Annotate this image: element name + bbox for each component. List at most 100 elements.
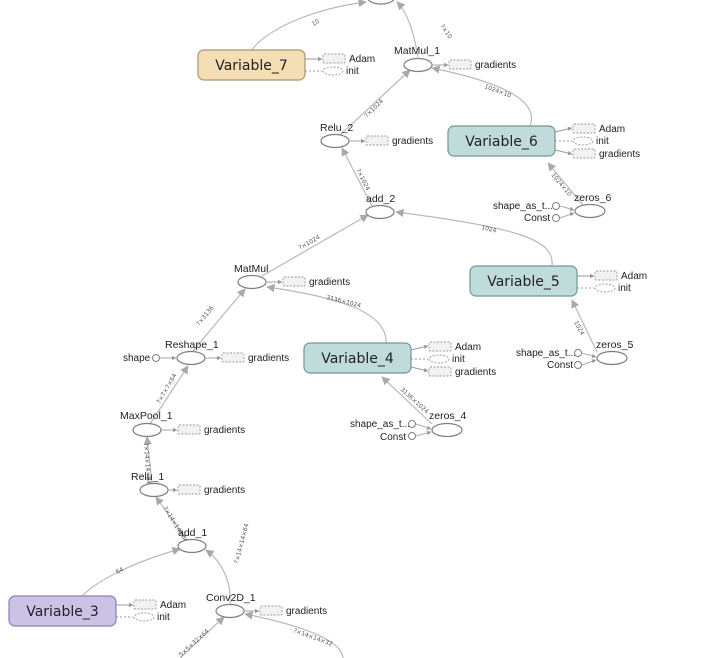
- edge-variable4-to-matmul: [266, 283, 387, 344]
- node-label: Relu_2: [320, 122, 353, 134]
- top-op-node[interactable]: [367, 0, 395, 5]
- node-label: Variable_5: [487, 274, 560, 290]
- node-reshape-1[interactable]: Reshape_1 shape gradients: [123, 339, 289, 366]
- node-label: Variable_6: [465, 134, 538, 150]
- op-ellipse[interactable]: [139, 482, 169, 498]
- op-ellipse[interactable]: [365, 204, 395, 220]
- node-label: zeros_4: [429, 410, 467, 422]
- node-add-1[interactable]: add_1: [177, 527, 207, 554]
- node-variable-6[interactable]: Variable_6 Adam init gradients: [447, 123, 640, 160]
- aux-label: gradients: [286, 606, 327, 617]
- input-dot[interactable]: [408, 432, 416, 440]
- aux-label: gradients: [475, 60, 516, 71]
- op-ellipse[interactable]: [431, 422, 463, 438]
- node-label: add_2: [366, 193, 395, 205]
- gradients-stub[interactable]: [177, 484, 201, 495]
- input-dot[interactable]: [574, 349, 582, 357]
- node-label: zeros_6: [574, 192, 612, 204]
- node-relu-1[interactable]: Relu_1 gradients: [131, 471, 245, 498]
- gradients-stub[interactable]: [448, 59, 472, 70]
- node-zeros-5[interactable]: zeros_5 shape_as_t... Const: [516, 339, 634, 371]
- gradients-stub[interactable]: [259, 605, 283, 616]
- variable-box[interactable]: [197, 49, 306, 81]
- adam-stub[interactable]: [428, 341, 452, 352]
- edges: 10 ?×10 1024×10 ?×1024 ?×1024 1024×10 10…: [81, 0, 598, 658]
- edge-label: ?×10: [438, 23, 453, 40]
- variable-box[interactable]: [303, 342, 412, 374]
- input-dot[interactable]: [152, 354, 160, 362]
- edge-zeros6-to-variable6: [547, 162, 584, 206]
- node-variable-7[interactable]: Variable_7 Adam init: [197, 49, 375, 81]
- gradients-stub[interactable]: [177, 424, 201, 435]
- node-matmul[interactable]: MatMul gradients: [234, 263, 350, 290]
- edge-relu1-to-maxpool1: [143, 436, 153, 485]
- aux-label: init: [157, 612, 170, 623]
- gradients-stub[interactable]: [428, 366, 452, 377]
- input-dot[interactable]: [574, 361, 582, 369]
- node-relu-2[interactable]: Relu_2 gradients: [320, 122, 433, 149]
- adam-stub[interactable]: [133, 599, 157, 610]
- aux-label: gradients: [248, 353, 289, 364]
- edge-bottom-right-to-conv2d1: [244, 611, 344, 658]
- edge-matmul1-to-top: [396, 1, 419, 58]
- edge-label: 3136×1024: [326, 294, 362, 309]
- op-ellipse[interactable]: [177, 538, 207, 554]
- node-label: Variable_7: [215, 58, 288, 74]
- node-variable-3[interactable]: Variable_3 Adam init: [8, 595, 186, 627]
- node-matmul-1[interactable]: MatMul_1 gradients: [394, 45, 516, 73]
- gradients-stub[interactable]: [365, 135, 389, 146]
- aux-label: Const: [380, 432, 406, 443]
- node-zeros-4[interactable]: zeros_4 shape_as_t... Const: [350, 410, 467, 443]
- node-label: Variable_3: [26, 604, 99, 620]
- init-stub[interactable]: [428, 354, 450, 364]
- node-add-2[interactable]: add_2: [365, 193, 395, 220]
- gradients-stub[interactable]: [572, 148, 596, 159]
- node-label: zeros_5: [596, 339, 634, 351]
- edge-variable6-to-matmul1: [431, 65, 533, 127]
- init-stub[interactable]: [594, 283, 616, 293]
- input-dot[interactable]: [552, 202, 560, 210]
- adam-stub[interactable]: [594, 270, 618, 281]
- aux-label: shape_as_t...: [516, 348, 576, 359]
- adam-stub[interactable]: [572, 123, 596, 134]
- variable-box[interactable]: [8, 595, 117, 627]
- node-variable-4[interactable]: Variable_4 Adam init gradients: [303, 341, 496, 378]
- aux-label: init: [596, 136, 609, 147]
- gradients-stub[interactable]: [221, 352, 245, 363]
- adam-stub[interactable]: [322, 53, 346, 64]
- op-ellipse[interactable]: [237, 274, 267, 290]
- edge-matmul-to-add2: [261, 214, 369, 277]
- edge-add2-to-relu2: [341, 147, 373, 207]
- edge-label: ?×3136: [195, 305, 216, 328]
- op-ellipse[interactable]: [403, 57, 433, 73]
- node-conv2d-1[interactable]: Conv2D_1 gradients: [206, 592, 327, 619]
- op-ellipse[interactable]: [176, 350, 206, 366]
- edge-label: ?×14×14×32: [292, 627, 333, 648]
- op-ellipse[interactable]: [596, 350, 628, 366]
- op-ellipse[interactable]: [215, 603, 245, 619]
- init-stub[interactable]: [133, 612, 155, 622]
- op-ellipse[interactable]: [132, 422, 162, 438]
- aux-label: init: [346, 66, 359, 77]
- aux-label: gradients: [392, 136, 433, 147]
- variable-box[interactable]: [469, 265, 578, 297]
- gradients-stub[interactable]: [282, 276, 306, 287]
- node-label: MaxPool_1: [120, 410, 173, 422]
- node-zeros-6[interactable]: zeros_6 shape_as_t... Const: [493, 192, 612, 224]
- edge-variable7-to-top: [249, 0, 367, 53]
- op-ellipse[interactable]: [320, 133, 350, 149]
- node-maxpool-1[interactable]: MaxPool_1 gradients: [120, 410, 245, 438]
- input-dot[interactable]: [408, 420, 416, 428]
- edge-add1-to-relu1: [155, 496, 188, 541]
- input-dot[interactable]: [552, 214, 560, 222]
- aux-label: init: [452, 354, 465, 365]
- init-stub[interactable]: [322, 66, 344, 76]
- edge-label: ?×7×7×64: [156, 372, 179, 405]
- node-variable-5[interactable]: Variable_5 Adam init: [469, 265, 647, 297]
- init-stub[interactable]: [572, 136, 594, 146]
- edge-variable5-to-add2: [395, 208, 553, 267]
- op-ellipse[interactable]: [574, 203, 606, 219]
- node-label: Conv2D_1: [206, 592, 256, 604]
